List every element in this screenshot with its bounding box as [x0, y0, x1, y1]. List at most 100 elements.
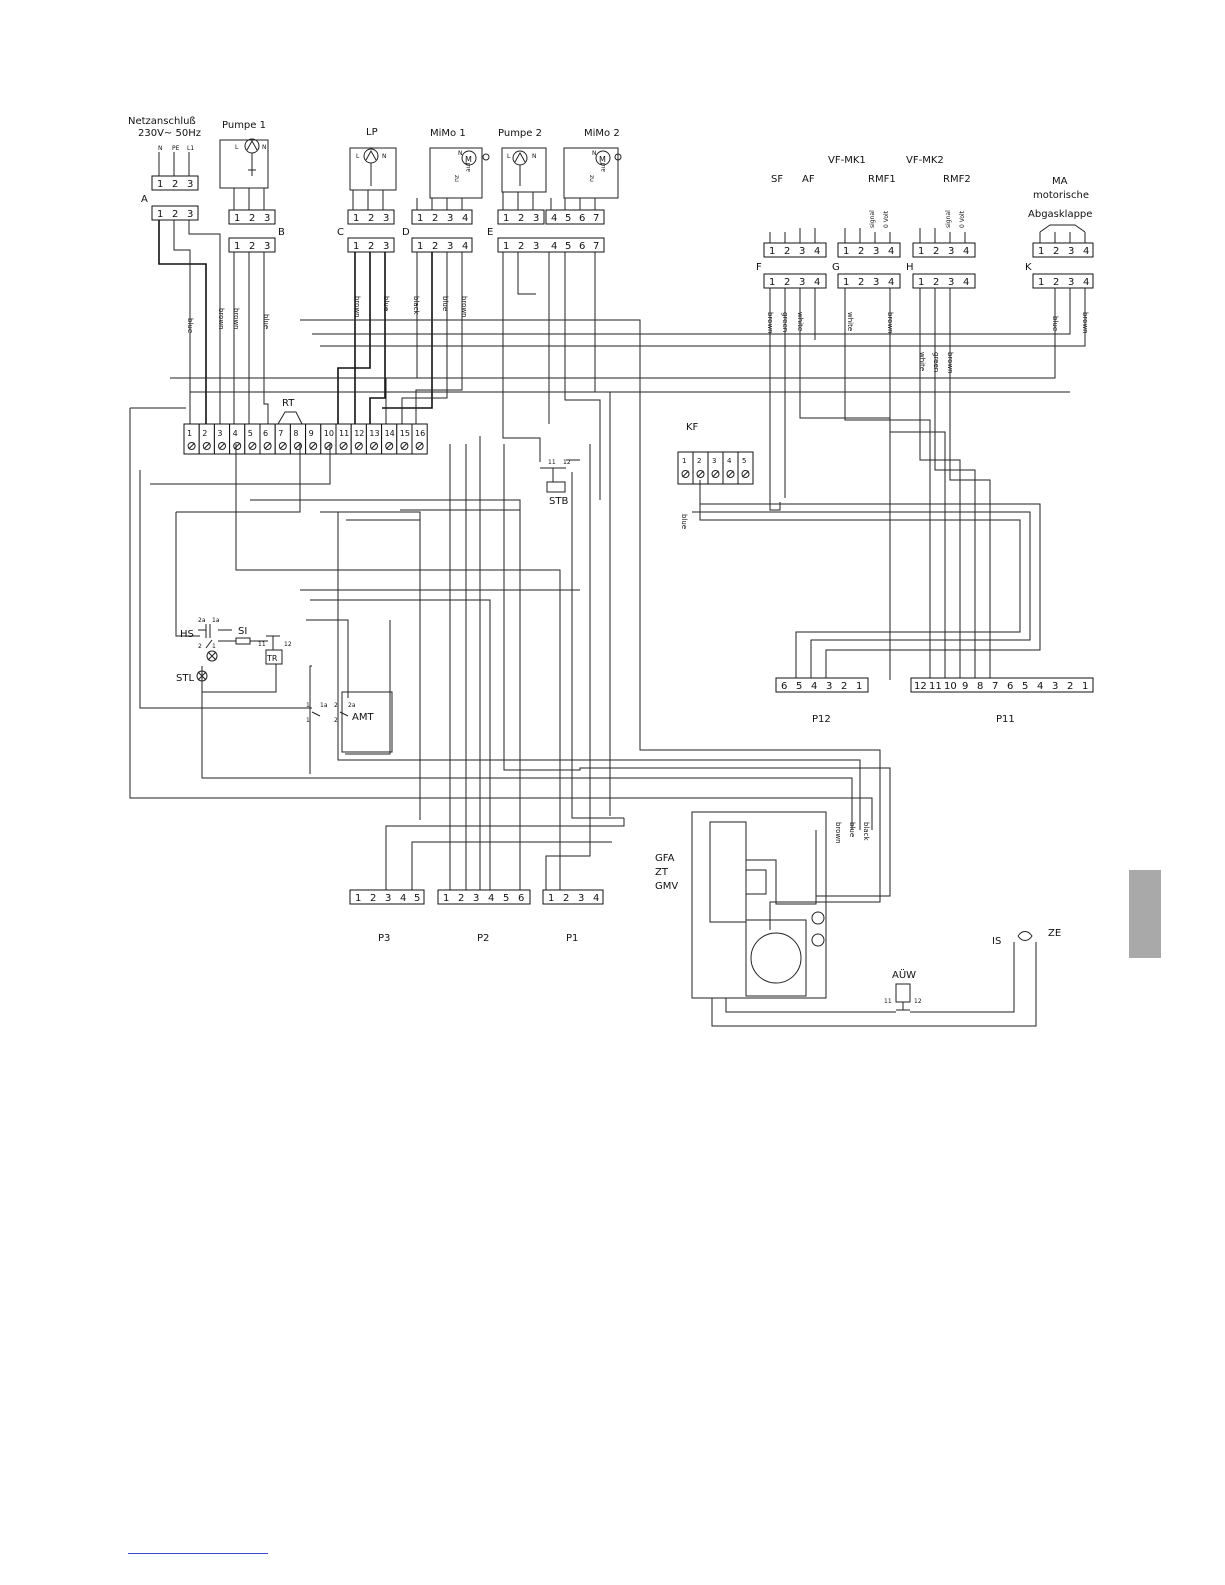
terminal-6: 6 — [259, 423, 276, 455]
terminal-2: 2 — [198, 423, 215, 455]
terminal-9: 9 — [305, 423, 322, 455]
svg-text:1: 1 — [1038, 277, 1044, 288]
svg-text:GFA: GFA — [655, 853, 675, 864]
ma-label: MA — [1052, 176, 1068, 187]
svg-text:blue: blue — [680, 514, 688, 529]
stl-indicator: STL — [176, 670, 208, 684]
svg-text:STL: STL — [176, 673, 194, 684]
svg-text:4: 4 — [727, 457, 732, 465]
svg-text:blue: blue — [262, 314, 270, 329]
svg-text:3: 3 — [799, 277, 805, 288]
svg-text:2a: 2a — [348, 702, 356, 709]
svg-text:white: white — [918, 352, 926, 371]
svg-text:2: 2 — [933, 246, 939, 257]
hs-switch: HS 2a 1a 2 1 — [180, 617, 232, 650]
svg-text:5: 5 — [503, 893, 509, 904]
svg-text:1: 1 — [212, 643, 216, 650]
svg-text:1a: 1a — [320, 702, 328, 709]
svg-text:11: 11 — [929, 681, 942, 692]
svg-text:E: E — [487, 227, 493, 238]
vfmk1-label: VF-MK1 — [828, 155, 866, 166]
terminal-14: 14 — [381, 423, 398, 455]
svg-text:0 Volt: 0 Volt — [959, 210, 966, 228]
svg-text:2: 2 — [249, 241, 255, 252]
svg-text:auf: auf — [465, 162, 472, 172]
svg-text:C: C — [337, 227, 344, 238]
svg-text:N: N — [592, 150, 597, 157]
svg-text:D: D — [402, 227, 410, 238]
svg-text:auf: auf — [600, 162, 607, 172]
svg-text:1: 1 — [503, 241, 509, 252]
svg-text:2: 2 — [432, 213, 438, 224]
svg-text:1: 1 — [918, 277, 924, 288]
svg-text:12: 12 — [284, 641, 292, 648]
terminal-4: 4 — [229, 423, 246, 455]
svg-text:1: 1 — [843, 246, 849, 257]
svg-text:1: 1 — [1038, 246, 1044, 257]
svg-text:6: 6 — [263, 429, 268, 438]
pumpe1-label: Pumpe 1 — [222, 120, 266, 131]
kf-terminal-4: 4 — [722, 451, 739, 485]
svg-text:1: 1 — [769, 277, 775, 288]
svg-text:1: 1 — [234, 241, 240, 252]
svg-text:5: 5 — [565, 213, 571, 224]
svg-text:2: 2 — [784, 277, 790, 288]
svg-text:3: 3 — [533, 213, 539, 224]
lp-label: LP — [366, 127, 378, 138]
svg-text:7: 7 — [593, 213, 599, 224]
svg-text:N: N — [532, 153, 537, 160]
mimo1-symbol: M N zu auf — [429, 147, 490, 199]
svg-text:RT: RT — [282, 398, 295, 409]
svg-text:2: 2 — [368, 241, 374, 252]
svg-text:15: 15 — [400, 429, 410, 438]
svg-text:2: 2 — [1053, 246, 1059, 257]
svg-text:1: 1 — [157, 209, 163, 220]
svg-text:3: 3 — [873, 277, 879, 288]
svg-text:4: 4 — [551, 241, 557, 252]
svg-text:2: 2 — [841, 681, 847, 692]
svg-text:white: white — [846, 312, 854, 331]
svg-text:3: 3 — [264, 241, 270, 252]
pump2-symbol: L N — [501, 147, 547, 193]
svg-text:2: 2 — [432, 241, 438, 252]
svg-text:1: 1 — [769, 246, 775, 257]
svg-text:SI: SI — [238, 626, 247, 637]
terminal-15: 15 — [396, 423, 413, 455]
svg-text:2: 2 — [518, 213, 524, 224]
svg-text:3: 3 — [948, 246, 954, 257]
svg-text:green: green — [932, 352, 940, 372]
svg-text:zu: zu — [588, 175, 595, 182]
svg-text:1: 1 — [417, 241, 423, 252]
svg-text:B: B — [278, 227, 285, 238]
svg-text:4: 4 — [888, 277, 894, 288]
svg-text:6: 6 — [579, 241, 585, 252]
svg-text:2: 2 — [784, 246, 790, 257]
svg-text:black: black — [862, 822, 870, 842]
svg-text:8: 8 — [977, 681, 983, 692]
svg-text:TR: TR — [266, 654, 278, 663]
svg-text:N: N — [382, 153, 387, 160]
svg-text:9: 9 — [962, 681, 968, 692]
is-ze-ignition: IS ZE — [711, 928, 1061, 1027]
pump1-symbol: L N — [219, 138, 269, 189]
ma-sub2-label: Abgasklappe — [1028, 209, 1092, 220]
svg-text:4: 4 — [1083, 246, 1089, 257]
svg-text:2: 2 — [458, 893, 464, 904]
rt-label: RT — [277, 398, 303, 425]
terminal-8: 8 — [289, 423, 307, 455]
svg-text:11: 11 — [258, 641, 266, 648]
svg-text:3: 3 — [447, 213, 453, 224]
pumpe2-label: Pumpe 2 — [498, 128, 542, 139]
svg-text:M: M — [599, 155, 606, 164]
terminal-13: 13 — [365, 423, 383, 455]
si-fuse: SI — [218, 626, 268, 645]
svg-text:12: 12 — [354, 429, 364, 438]
